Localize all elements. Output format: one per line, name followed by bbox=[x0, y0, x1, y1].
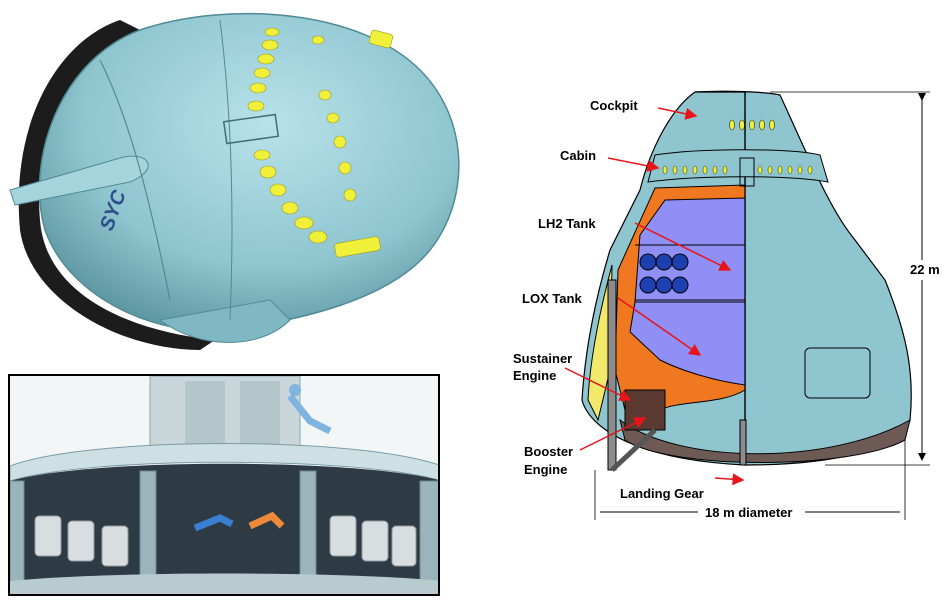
landing-leg bbox=[739, 419, 747, 466]
label-landing-gear: Landing Gear bbox=[620, 486, 704, 501]
label-lox-tank: LOX Tank bbox=[522, 291, 582, 306]
landing-leg bbox=[607, 279, 617, 471]
cockpit-windows bbox=[729, 119, 775, 131]
seat-row bbox=[34, 515, 417, 567]
label-sustainer-engine-line1: Sustainer bbox=[513, 351, 572, 366]
cutaway-diagram: Cockpit Cabin LH2 Tank LOX Tank Sustaine… bbox=[500, 70, 940, 530]
cabin-windows bbox=[662, 165, 813, 175]
vehicle-exterior-render: SYC bbox=[0, 0, 470, 372]
label-diameter: 18 m diameter bbox=[705, 505, 792, 520]
label-booster-engine-line2: Engine bbox=[524, 462, 567, 477]
label-booster-engine-line1: Booster bbox=[524, 444, 573, 459]
window-row bbox=[247, 27, 394, 258]
crew-figure bbox=[248, 511, 285, 530]
label-cockpit: Cockpit bbox=[590, 98, 638, 113]
pressurant-spheres bbox=[639, 253, 689, 294]
crew-figure bbox=[193, 514, 234, 532]
crew-figure bbox=[289, 384, 301, 396]
label-sustainer-engine-line2: Engine bbox=[513, 368, 556, 383]
engine-cluster bbox=[624, 389, 666, 431]
cabin-interior-render bbox=[8, 374, 440, 596]
label-height: 22 m bbox=[910, 262, 940, 277]
side-pod bbox=[9, 155, 149, 206]
callout-arrows bbox=[564, 107, 745, 486]
label-cabin: Cabin bbox=[560, 148, 596, 163]
label-lh2-tank: LH2 Tank bbox=[538, 216, 596, 231]
